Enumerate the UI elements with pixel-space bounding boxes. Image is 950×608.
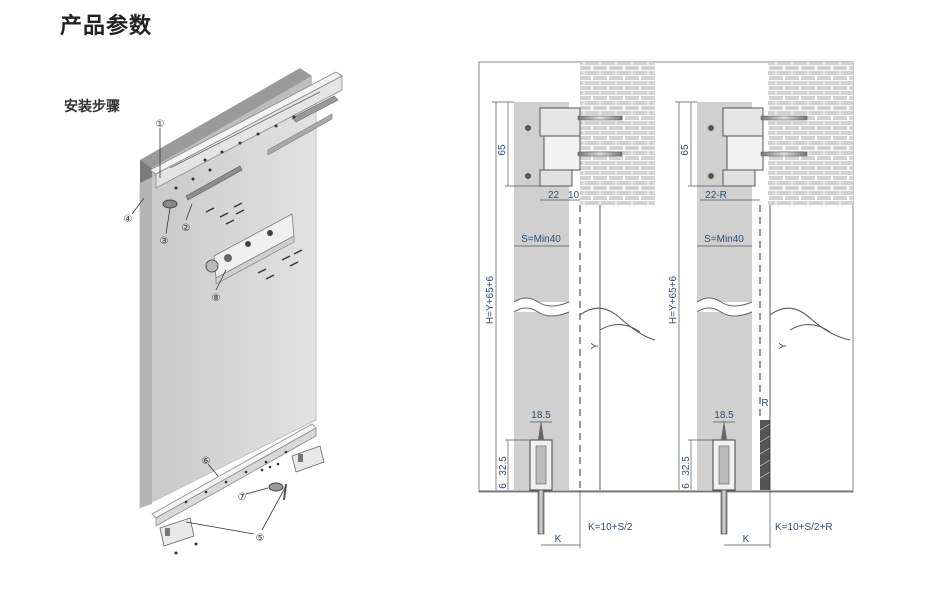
marker-5: ⑤ bbox=[256, 533, 265, 544]
dim-width-a-right: 22-R bbox=[705, 190, 727, 201]
marker-6: ⑥ bbox=[202, 456, 211, 467]
dim-k-left: K bbox=[555, 534, 562, 545]
dim-height-right: H=Y+65+6 bbox=[668, 276, 679, 325]
dim-bottom-width-right: 18.5 bbox=[714, 410, 734, 421]
svg-text:②: ② bbox=[182, 223, 191, 234]
marker-1: ① bbox=[156, 119, 165, 130]
dim-width-b-left: 10 bbox=[568, 190, 580, 201]
svg-text:④: ④ bbox=[124, 214, 133, 225]
section-drawing-left: 65 H=Y+65+6 22 10 S=Min40 Y 18.5 32.5 6 … bbox=[485, 62, 656, 548]
dim-thickness-right: S=Min40 bbox=[704, 234, 744, 245]
install-steps-title: 安装步骤 bbox=[64, 99, 120, 115]
marker-2: ② bbox=[182, 223, 191, 234]
formula-k-right: K=10+S/2+R bbox=[775, 522, 833, 533]
dim-bottom-gap-right: 6 bbox=[681, 483, 692, 489]
marker-8: ⑧ bbox=[212, 293, 221, 304]
svg-text:③: ③ bbox=[160, 236, 169, 247]
dim-height-left: H=Y+65+6 bbox=[485, 276, 496, 325]
dim-y-left: Y bbox=[590, 342, 601, 349]
formula-k-left: K=10+S/2 bbox=[588, 522, 633, 533]
dim-top-right: 65 bbox=[680, 144, 691, 156]
svg-text:⑤: ⑤ bbox=[256, 533, 265, 544]
dim-y-right: Y bbox=[778, 342, 789, 349]
dim-width-a-left: 22 bbox=[548, 190, 560, 201]
dim-bottom-height-left: 32.5 bbox=[498, 456, 509, 476]
dim-bottom-height-right: 32.5 bbox=[681, 456, 692, 476]
page-title: 产品参数 bbox=[60, 14, 153, 39]
svg-text:⑧: ⑧ bbox=[212, 293, 221, 304]
dim-r-right: R bbox=[761, 398, 768, 409]
dim-k-right: K bbox=[743, 534, 750, 545]
dim-thickness-left: S=Min40 bbox=[521, 234, 561, 245]
marker-3: ③ bbox=[160, 236, 169, 247]
dim-bottom-width-left: 18.5 bbox=[531, 410, 551, 421]
section-drawing-right: 65 H=Y+65+6 22-R S=Min40 Y R 18.5 32.5 6… bbox=[668, 62, 853, 548]
svg-text:⑦: ⑦ bbox=[238, 492, 247, 503]
svg-text:①: ① bbox=[156, 119, 165, 130]
marker-7: ⑦ bbox=[238, 492, 247, 503]
dim-top-left: 65 bbox=[497, 144, 508, 156]
marker-4: ④ bbox=[124, 214, 133, 225]
dim-bottom-gap-left: 6 bbox=[498, 483, 509, 489]
svg-text:⑥: ⑥ bbox=[202, 456, 211, 467]
door-isometric: ① ② ③ ④ ⑤ ⑥ ⑦ ⑧ bbox=[124, 68, 343, 555]
